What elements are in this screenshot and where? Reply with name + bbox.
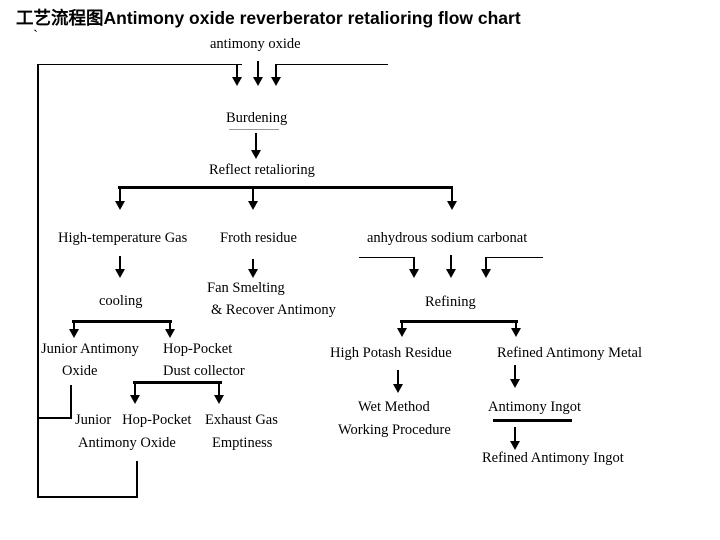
arrow-refining-right [511, 322, 521, 337]
connector-anhydrous-left [359, 257, 415, 258]
node-high-potash-residue: High Potash Residue [330, 345, 452, 361]
split-bar-reflect [118, 186, 453, 189]
connector-anhydrous-right [486, 257, 543, 258]
split-bar-dust-collector [133, 381, 222, 384]
split-bar-refining [400, 320, 518, 323]
connector-recycle-left [37, 64, 39, 498]
node-hop-pocket-line1: Hop-Pocket [163, 341, 233, 357]
node-hop-pocket-line2: Dust collector [163, 363, 245, 379]
arrow-refining-feed-right [481, 257, 491, 278]
burdening-underline [229, 129, 279, 130]
arrow-feed-right [271, 64, 281, 86]
connector-oxide-down [70, 385, 72, 419]
stray-mark: ` [33, 28, 38, 44]
node-cooling: cooling [99, 293, 143, 309]
connector-oxide-left [38, 417, 72, 419]
arrow-potash-to-wetmethod [393, 370, 403, 393]
page-title: 工艺流程图Antimony oxide reverberator retalio… [16, 8, 521, 28]
connector-top-right [276, 64, 388, 65]
arrow-dust-left [130, 383, 140, 404]
arrow-burdening-to-reflect [251, 133, 261, 159]
arrow-cooling-left [69, 322, 79, 338]
node-exhaust-gas-line2: Emptiness [212, 435, 273, 451]
arrow-froth-to-fansmelting [248, 259, 258, 278]
node-antimony-oxide: antimony oxide [210, 36, 301, 52]
arrow-gas-to-cooling [115, 256, 125, 278]
arrow-cooling-right [165, 322, 175, 338]
node-junior-antimony-line2: Oxide [62, 363, 98, 379]
node-junior-hop-pocket-line2: Antimony Oxide [78, 435, 176, 451]
node-reflect-retalioring: Reflect retalioring [209, 162, 315, 178]
arrow-feed-left [232, 64, 242, 86]
node-refining: Refining [425, 294, 476, 310]
node-froth-residue: Froth residue [220, 230, 297, 246]
arrow-split-left [115, 188, 125, 210]
connector-top-left [37, 64, 242, 65]
arrow-refining-feed-middle [446, 255, 456, 278]
arrow-dust-right [214, 383, 224, 404]
connector-recycle-bottom [37, 496, 138, 498]
arrow-split-middle [248, 188, 258, 210]
arrow-feed-middle [253, 61, 263, 86]
node-wet-method-line2: Working Procedure [338, 422, 451, 438]
split-bar-cooling [72, 320, 172, 323]
arrow-metal-to-ingot [510, 365, 520, 388]
arrow-ingot-to-refined [510, 427, 520, 450]
node-refined-antimony-ingot: Refined Antimony Ingot [482, 450, 624, 466]
connector-recycle-return [136, 461, 138, 498]
node-fan-smelting-line1: Fan Smelting [207, 280, 285, 296]
arrow-refining-feed-left [409, 257, 419, 278]
node-fan-smelting-line2: & Recover Antimony [211, 302, 336, 318]
node-junior-antimony-line1: Junior Antimony [41, 341, 139, 357]
node-anhydrous-sodium-carbonat: anhydrous sodium carbonat [367, 230, 528, 246]
antimony-ingot-underline [493, 419, 572, 422]
node-refined-antimony-metal: Refined Antimony Metal [497, 345, 642, 361]
node-junior-hop-pocket-line1: Junior Hop-Pocket [75, 412, 192, 428]
node-burdening: Burdening [226, 110, 288, 126]
node-wet-method-line1: Wet Method [358, 399, 430, 415]
node-high-temperature-gas: High-temperature Gas [58, 230, 188, 246]
node-exhaust-gas-line1: Exhaust Gas [205, 412, 278, 428]
node-antimony-ingot: Antimony Ingot [488, 399, 582, 415]
arrow-split-right [447, 188, 457, 210]
arrow-refining-left [397, 322, 407, 337]
